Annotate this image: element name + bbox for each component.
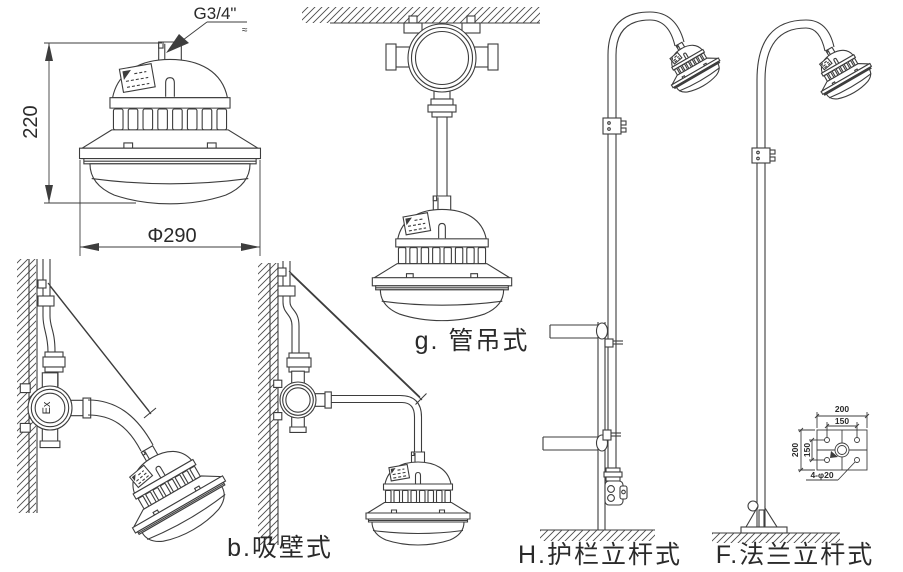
pole-junction-box (603, 467, 628, 506)
flange-detail: 200 150 200 150 4-φ20 (790, 404, 870, 481)
guardrail-pole-label: H.护栏立杆式 (518, 541, 682, 569)
dimension-diameter: Φ290 (79, 160, 261, 256)
brace-rod (288, 270, 427, 405)
flange-holes-label: 4-φ20 (810, 470, 833, 480)
pipe-mount-figure: g. 管吊式 (302, 7, 540, 355)
flange-pole-label: F.法兰立杆式 (716, 541, 874, 569)
pole-lamp (655, 30, 727, 100)
flange-pole-figure: 200 150 200 150 4-φ20 F.法兰立杆式 (712, 19, 879, 569)
flange-hole-pitch-height: 150 (802, 443, 812, 457)
hanging-pipe (436, 117, 448, 197)
wall (258, 263, 279, 545)
wall-mount-figure-2: b.吸壁式 (227, 261, 471, 562)
ceiling-junction-box (385, 15, 499, 118)
guardrail-pole-figure: H.护栏立杆式 (518, 11, 727, 569)
flange-base (740, 500, 788, 534)
ceiling (302, 7, 540, 24)
thread-callout: G3/4" ≈ (166, 4, 248, 53)
flange-outer-width: 200 (835, 404, 849, 414)
flange-outer-height: 200 (790, 443, 800, 457)
wall-mount-label: b.吸壁式 (227, 534, 333, 562)
wall-lamp-tilted (101, 422, 239, 556)
flange-hole-pitch-width: 150 (835, 416, 849, 426)
ex-mark: Ex (41, 401, 53, 414)
bent-arm (331, 394, 423, 452)
guardrail-post (597, 322, 606, 530)
pole (751, 19, 835, 508)
guardrail-rails (542, 322, 623, 452)
ground (540, 529, 655, 541)
support-arm (87, 399, 154, 452)
pipe-mount-label: g. 管吊式 (415, 327, 530, 355)
hanging-lamp (371, 195, 513, 321)
brace-rod (47, 282, 157, 419)
pole-lamp (804, 34, 879, 107)
pole (602, 11, 685, 468)
thread-suffix-mark: ≈ (242, 25, 248, 36)
conduit-pipe (37, 259, 66, 387)
ground (712, 532, 840, 543)
thread-label: G3/4" (194, 4, 237, 23)
height-dim-text: 220 (20, 105, 42, 138)
lamp-front-view: 220 Φ290 G3/4" ≈ (20, 4, 261, 256)
wall-mount-figure-1: Ex (17, 259, 239, 556)
conduit-pipe (277, 261, 312, 385)
junction-box (273, 370, 332, 433)
diameter-dim-text: Φ290 (147, 225, 196, 247)
wall-lamp-vertical (365, 451, 471, 546)
dimension-height: 220 (20, 42, 162, 204)
